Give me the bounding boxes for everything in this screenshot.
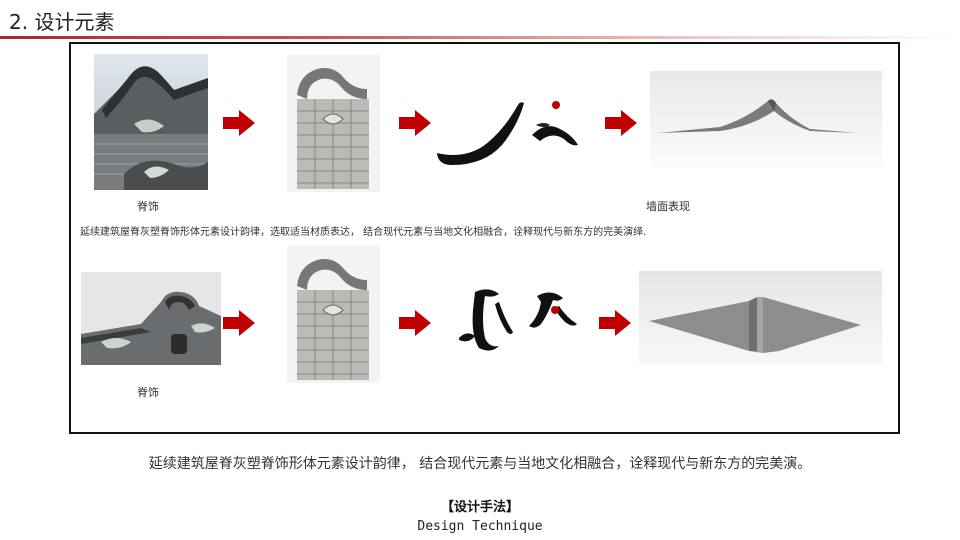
wall-render-1 xyxy=(650,71,882,167)
wall-render-2 xyxy=(639,271,882,365)
arrow-right-icon xyxy=(223,110,255,136)
ridge-photo-1 xyxy=(94,54,208,190)
ridge-photo-2 xyxy=(81,272,221,365)
method-title: 【设计手法】 xyxy=(440,500,519,515)
inner-description: 延续建筑屋脊灰塑脊饰形体元素设计韵律，选取适当材质表达， 结合现代元素与当地文化… xyxy=(80,227,647,238)
page-title: 2. 设计元素 xyxy=(9,10,115,34)
summary-text: 延续建筑屋脊灰塑脊饰形体元素设计韵律， 结合现代元素与当地文化相融合，诠释现代与… xyxy=(148,456,812,472)
arrow-right-icon xyxy=(599,310,631,336)
ridge-sketch-1 xyxy=(287,55,380,192)
method-subtitle: Design Technique xyxy=(417,519,543,534)
calligraphy-stroke-1 xyxy=(437,101,578,165)
caption-wall-render: 墙面表现 xyxy=(646,200,690,213)
caption-ridge-2: 脊饰 xyxy=(137,386,159,399)
caption-ridge-1: 脊饰 xyxy=(137,200,159,213)
arrow-right-icon xyxy=(223,310,255,336)
ridge-sketch-2 xyxy=(287,246,380,383)
arrow-right-icon xyxy=(399,310,431,336)
title-divider xyxy=(0,36,960,39)
calligraphy-stroke-2 xyxy=(459,289,577,351)
arrow-right-icon xyxy=(605,110,637,136)
arrow-right-icon xyxy=(399,110,431,136)
